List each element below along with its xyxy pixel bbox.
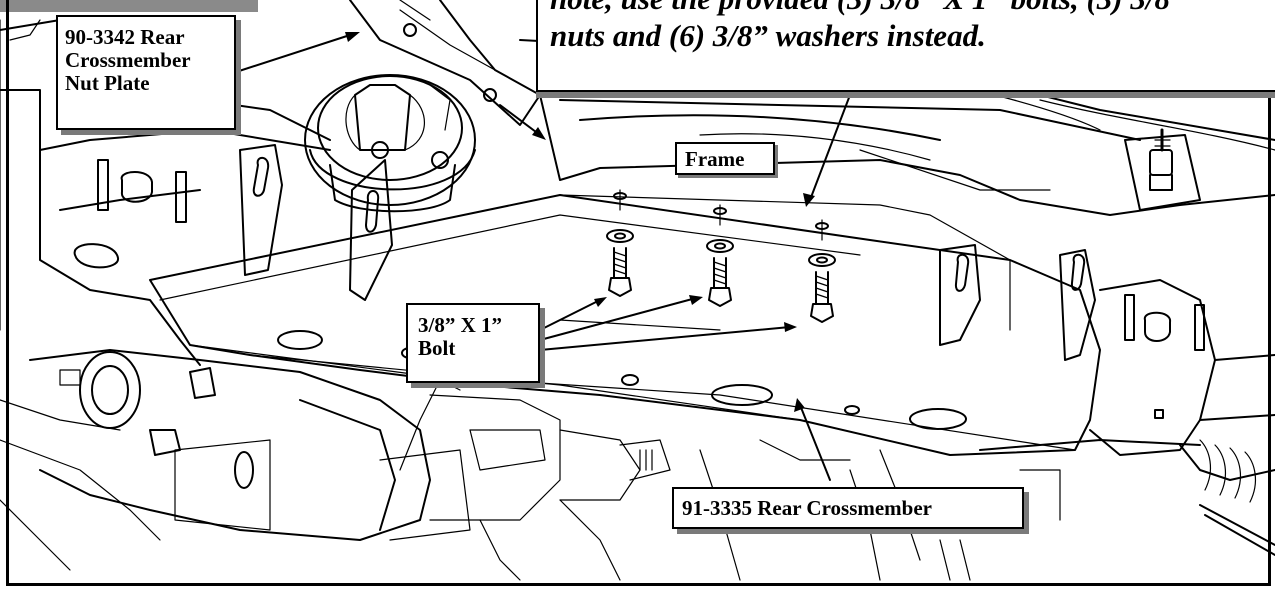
nut-plate-label-line-3: Nut Plate bbox=[65, 71, 150, 95]
crossmember-callout: 91-3335 Rear Crossmember bbox=[672, 487, 1024, 529]
header-tab bbox=[0, 0, 258, 12]
crossmember-label: 91-3335 Rear Crossmember bbox=[682, 496, 933, 520]
arrow-bolt-1 bbox=[594, 297, 607, 307]
note-line-2: nuts and (6) 3/8” washers instead. bbox=[550, 18, 986, 53]
bolt-stack-1 bbox=[606, 189, 634, 297]
arrow-frame bbox=[803, 193, 815, 207]
bolt-stack-3 bbox=[808, 219, 836, 323]
right-frame-bracket bbox=[939, 244, 1275, 456]
bolt-label-line-1: 3/8” X 1” bbox=[418, 313, 502, 337]
nut-plate-label-line-1: 90-3342 Rear bbox=[65, 25, 185, 49]
arrow-bolt-3 bbox=[784, 322, 797, 332]
corner-stud bbox=[1124, 128, 1201, 211]
nut-plate-label-line-2: Crossmember bbox=[65, 48, 191, 72]
installation-note: note, use the provided (3) 3/8” X 1” bol… bbox=[536, 0, 1275, 92]
frame-callout: Frame bbox=[675, 142, 775, 175]
leader-lines bbox=[235, 34, 851, 481]
nut-plate-bracket bbox=[349, 0, 541, 126]
arrow-bolt-2 bbox=[689, 295, 703, 305]
frame-label: Frame bbox=[685, 147, 745, 171]
tie-rod-boot bbox=[699, 439, 1275, 581]
note-line-1: note, use the provided (3) 3/8” X 1” bol… bbox=[550, 0, 1275, 17]
shock-mount bbox=[304, 74, 476, 213]
arrow-nut-plate-2 bbox=[532, 127, 546, 140]
bolt-callout: 3/8” X 1” Bolt bbox=[406, 303, 540, 383]
bolt-stack-2 bbox=[706, 204, 734, 307]
arrow-nut-plate-1 bbox=[345, 32, 360, 42]
bolt-label-line-2: Bolt bbox=[418, 336, 456, 360]
arrow-crossmember bbox=[794, 398, 805, 412]
steering-assembly bbox=[0, 349, 671, 581]
nut-plate-callout: 90-3342 Rear Crossmember Nut Plate bbox=[56, 15, 236, 130]
